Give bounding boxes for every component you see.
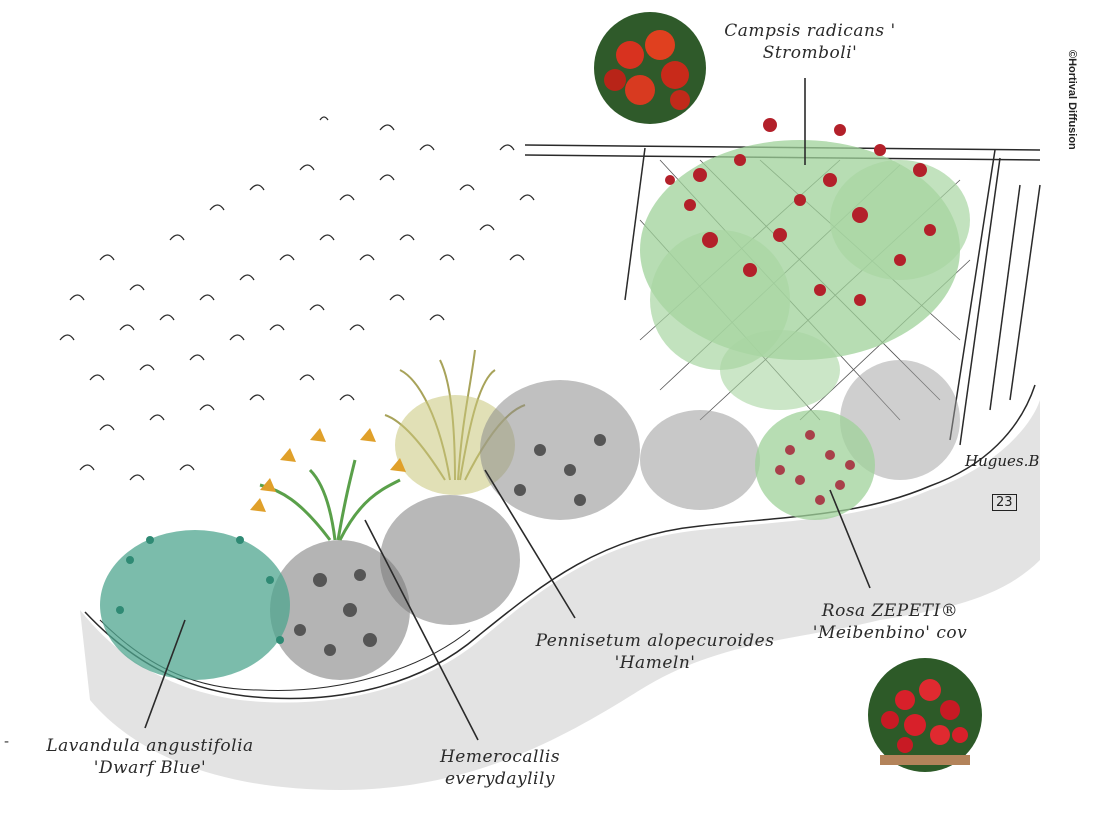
label-lavandula-line1: Lavandula angustifolia <box>46 736 254 756</box>
artist-signature: Hugues.B <box>965 452 1040 470</box>
label-rosa-line2: 'Meibenbino' cov <box>812 623 968 643</box>
artist-signature-number: 23 <box>992 494 1017 511</box>
label-pennisetum-line2: 'Hameln' <box>614 653 696 673</box>
photo-credit-text: ©Hortival Diffusion <box>1066 50 1078 150</box>
lavandula-mound <box>100 530 290 680</box>
bed-ground <box>80 400 1040 790</box>
label-hemerocallis-line1: Hemerocallis <box>439 747 561 767</box>
rosa-flowers <box>775 430 855 505</box>
label-rosa: Rosa ZEPETI® 'Meibenbino' cov <box>800 600 980 644</box>
label-campsis-line1: Campsis radicans ' <box>724 21 896 41</box>
grey-mound-dots <box>294 434 606 656</box>
label-pennisetum: Pennisetum alopecuroides 'Hameln' <box>530 630 780 674</box>
label-pennisetum-line1: Pennisetum alopecuroides <box>535 631 775 651</box>
label-rosa-line1: Rosa ZEPETI® <box>821 601 959 621</box>
leader-lines <box>144 78 871 741</box>
photo-credit: ©Hortival Diffusion <box>1058 50 1098 150</box>
bed-edge <box>84 384 1036 700</box>
lavandula-dots <box>116 536 284 644</box>
rosa-shrub <box>755 410 875 520</box>
campsis-photo <box>594 12 706 124</box>
label-hemerocallis-line2: everydaylily <box>445 769 555 789</box>
campsis-foliage <box>640 140 970 410</box>
grey-mounds <box>270 360 960 680</box>
hemerocallis-leaves <box>259 459 401 541</box>
rosa-photo <box>868 658 982 772</box>
label-hemerocallis: Hemerocallis everydaylily <box>420 746 580 790</box>
label-lavandula-line2: 'Dwarf Blue' <box>93 758 207 778</box>
tree-sketch <box>59 116 535 481</box>
hemerocallis-flowers <box>250 428 406 512</box>
label-campsis: Campsis radicans ' Stromboli' <box>710 20 910 64</box>
campsis-flowers <box>665 118 936 306</box>
label-lavandula: Lavandula angustifolia 'Dwarf Blue' <box>40 735 260 779</box>
label-campsis-line2: Stromboli' <box>762 43 858 63</box>
margin-mark: - <box>4 734 10 750</box>
